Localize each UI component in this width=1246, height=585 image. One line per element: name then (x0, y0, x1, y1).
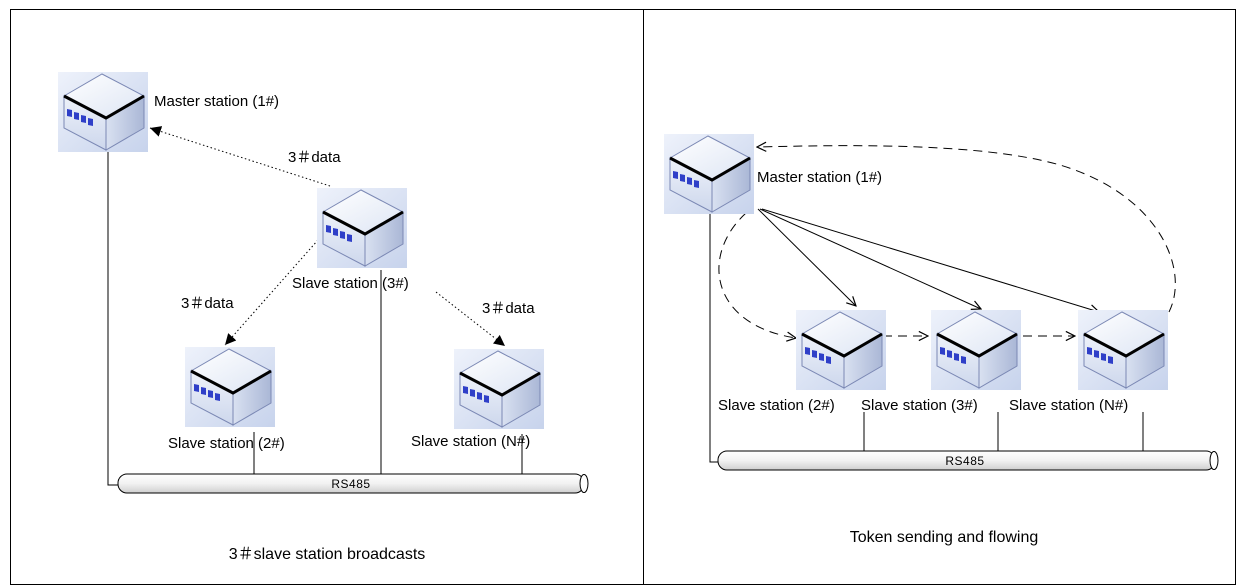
right-slave2-station-icon (794, 308, 888, 392)
right-caption: Token sending and flowing (850, 529, 1039, 546)
left-bus-label: RS485 (331, 477, 370, 491)
right-rs485-bus: RS485 (717, 450, 1219, 471)
right-token-flow-master-to-slave2 (718, 212, 796, 338)
right-slaveN-label: Slave station (N#) (1009, 397, 1128, 414)
right-token-arrow-to-slave2 (757, 208, 856, 306)
right-bus-label: RS485 (945, 454, 984, 468)
left-slaveN-label: Slave station (N#) (411, 433, 530, 450)
left-caption: 3＃slave station broadcasts (229, 546, 426, 563)
left-master-station-icon (56, 70, 150, 154)
right-token-arrow-to-slaveN (761, 208, 1099, 312)
left-data-label-master: 3＃data (288, 149, 341, 166)
left-broadcast-arrow-to-slave2 (224, 239, 319, 346)
left-rs485-bus: RS485 (117, 473, 589, 494)
right-master-label: Master station (1#) (757, 169, 882, 186)
right-slave3-label: Slave station (3#) (861, 397, 978, 414)
left-slaveN-station-icon (452, 347, 546, 431)
left-master-drop-line (107, 150, 118, 486)
left-data-label-slave2: 3＃data (181, 295, 234, 312)
left-slave3-label: Slave station (3#) (292, 275, 409, 292)
left-master-label: Master station (1#) (154, 93, 279, 110)
right-slaveN-station-icon (1076, 308, 1170, 392)
left-slave2-station-icon (183, 345, 277, 429)
right-panel: RS485 Master station (1#) Slave station … (662, 132, 1219, 546)
right-token-flow-return-to-master (757, 146, 1176, 313)
right-master-station-icon (662, 132, 756, 216)
right-token-arrow-to-slave3 (759, 208, 981, 309)
left-slave2-label: Slave station (2#) (168, 435, 285, 452)
left-panel: RS485 Master station (1#) 3＃data Slave s… (56, 70, 589, 563)
right-slave2-label: Slave station (2#) (718, 397, 835, 414)
right-slave3-station-icon (929, 308, 1023, 392)
left-data-label-slaveN: 3＃data (482, 300, 535, 317)
left-slave3-station-icon (315, 186, 409, 270)
right-master-drop-line (709, 214, 718, 463)
left-broadcast-arrow-to-slaveN (435, 291, 506, 347)
